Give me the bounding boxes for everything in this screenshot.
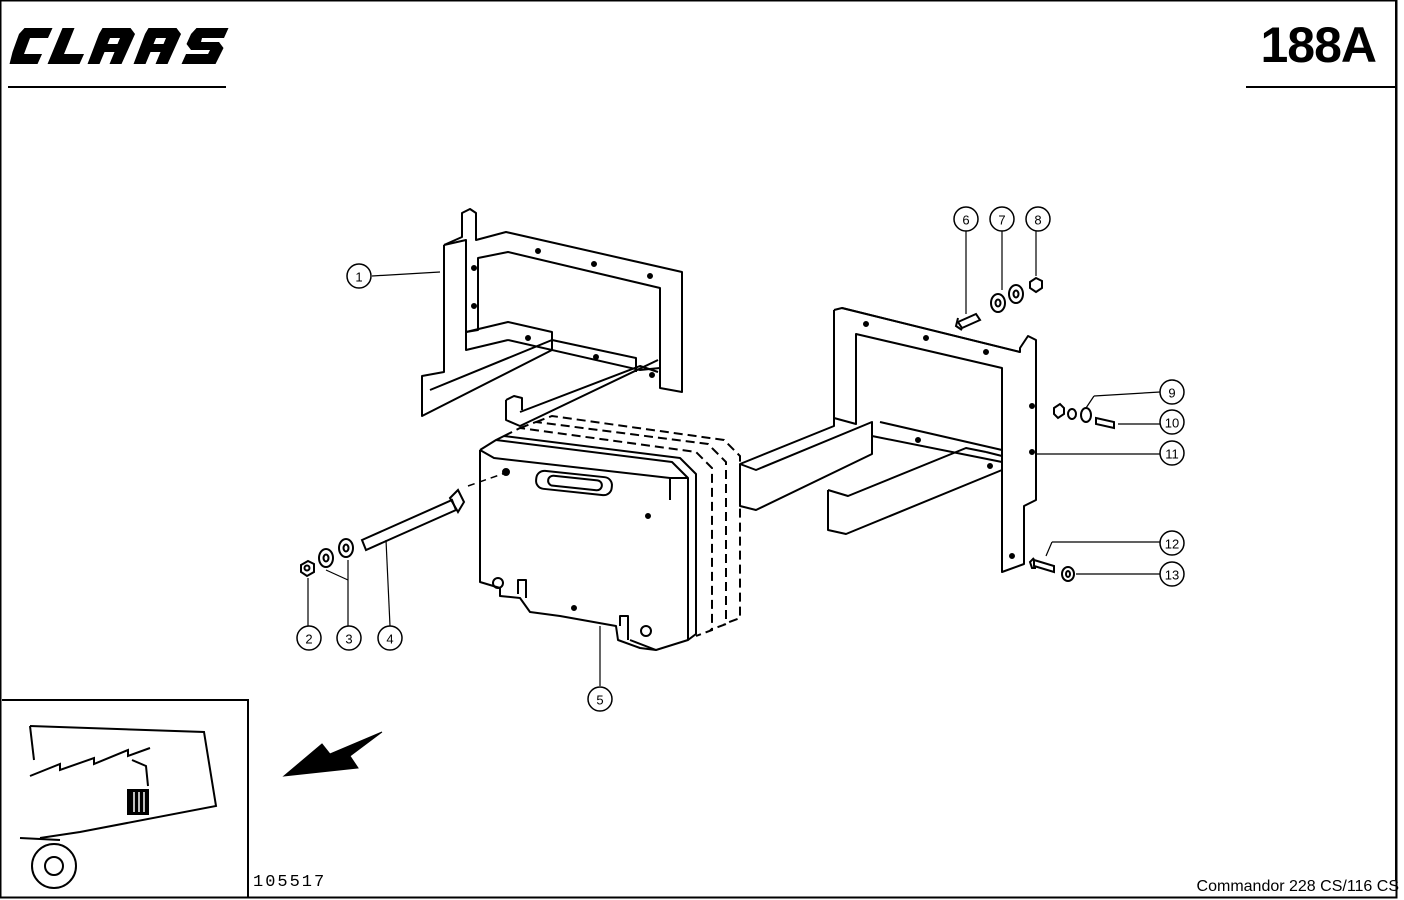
right-bracket-drawing [739,307,1037,573]
callout-bubble-6 [953,206,979,232]
callout-label-9: 9 [1168,386,1175,401]
additional-weights-dashed [503,414,741,637]
callout-label-2: 2 [305,632,312,647]
callout-bubble-1 [346,263,372,289]
callout-bubble-12 [1159,530,1185,556]
callout-bubble-7 [989,206,1015,232]
callout-label-11: 11 [1165,447,1179,462]
callout-bubble-8 [1025,206,1051,232]
leader-lines [307,230,1161,686]
callout-bubble-11 [1159,440,1185,466]
callout-label-10: 10 [1165,416,1179,431]
callout-bubble-5 [587,686,613,712]
direction-arrow-icon [282,731,383,777]
small-hardware-top [954,276,1043,331]
callout-label-3: 3 [345,632,352,647]
page-number-underline [1246,86,1396,88]
location-thumbnail [2,699,249,898]
left-bracket-drawing [421,208,683,427]
model-name: Commandor 228 CS/116 CS [1196,878,1399,895]
callout-bubble-2 [296,625,322,651]
callout-label-4: 4 [386,632,393,647]
long-bolt-drawing [360,488,466,552]
logo-underline [8,86,226,88]
counterweight-drawing [479,435,697,651]
small-hardware-middle [1053,402,1115,430]
callout-label-5: 5 [596,693,603,708]
page-number: 188A [1260,17,1377,73]
callout-bubble-3 [336,625,362,651]
callout-bubble-4 [377,625,403,651]
callout-label-7: 7 [998,213,1005,228]
callout-bubble-13 [1159,561,1185,587]
callout-bubble-9 [1159,379,1185,405]
washer-and-nut-drawing [300,538,354,578]
small-hardware-bottom [1028,557,1075,582]
callout-label-13: 13 [1165,568,1179,583]
callout-bubble-10 [1159,409,1185,435]
drawing-number: 105517 [253,873,327,892]
callout-label-12: 12 [1165,537,1179,552]
claas-logo [9,28,229,64]
callout-label-1: 1 [355,270,362,285]
callout-label-6: 6 [962,213,969,228]
callout-label-8: 8 [1034,213,1041,228]
